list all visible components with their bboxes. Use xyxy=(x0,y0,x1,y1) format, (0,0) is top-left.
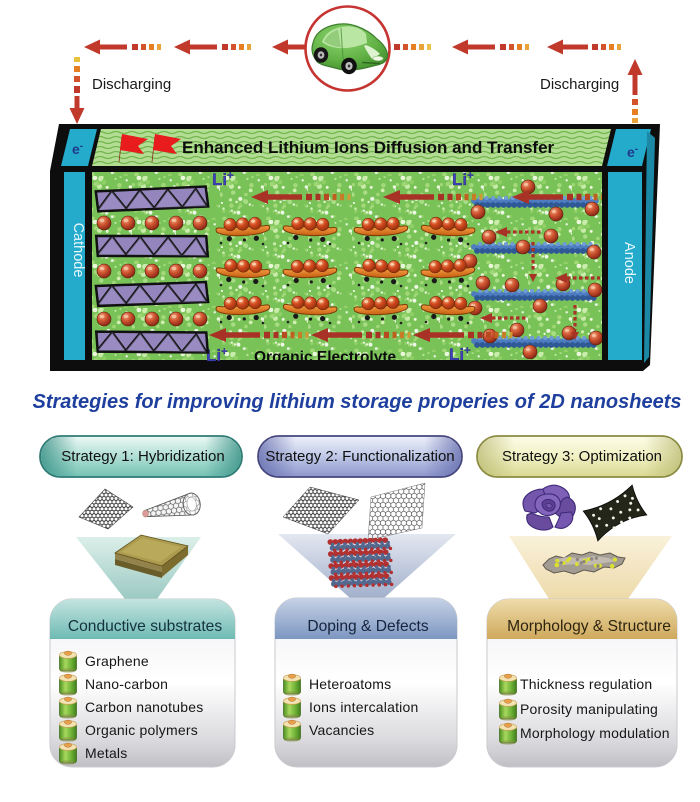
svg-text:Heteroatoms: Heteroatoms xyxy=(309,676,391,692)
svg-text:Metals: Metals xyxy=(85,745,127,761)
svg-text:Conductive substrates: Conductive substrates xyxy=(68,618,222,635)
svg-text:Strategy 3: Optimization: Strategy 3: Optimization xyxy=(502,448,662,465)
svg-text:Strategy 1: Hybridization: Strategy 1: Hybridization xyxy=(61,448,224,465)
svg-text:Discharging: Discharging xyxy=(92,76,171,93)
svg-text:Organic Electrolyte: Organic Electrolyte xyxy=(254,349,397,366)
svg-text:Strategies for improving lithi: Strategies for improving lithium storage… xyxy=(32,391,681,413)
svg-text:e-: e- xyxy=(627,144,638,160)
svg-text:Anode: Anode xyxy=(621,242,637,284)
svg-text:Morphology modulation: Morphology modulation xyxy=(520,725,670,741)
svg-text:Morphology & Structure: Morphology & Structure xyxy=(507,618,671,635)
svg-text:Porosity manipulating: Porosity manipulating xyxy=(520,701,658,717)
svg-text:Discharging: Discharging xyxy=(540,76,619,93)
svg-text:Graphene: Graphene xyxy=(85,653,149,669)
svg-text:Nano-carbon: Nano-carbon xyxy=(85,676,168,692)
svg-text:Organic polymers: Organic polymers xyxy=(85,722,198,738)
svg-text:Thickness regulation: Thickness regulation xyxy=(520,676,652,692)
svg-text:Cathode: Cathode xyxy=(70,223,86,278)
svg-text:e-: e- xyxy=(72,141,83,157)
svg-text:Doping & Defects: Doping & Defects xyxy=(307,618,429,635)
svg-text:Enhanced Lithium Ions Diffusio: Enhanced Lithium Ions Diffusion and Tran… xyxy=(182,138,555,157)
svg-text:Carbon nanotubes: Carbon nanotubes xyxy=(85,699,203,715)
svg-text:Strategy 2: Functionalization: Strategy 2: Functionalization xyxy=(265,448,454,465)
svg-text:Ions intercalation: Ions intercalation xyxy=(309,699,418,715)
svg-text:Vacancies: Vacancies xyxy=(309,722,374,738)
